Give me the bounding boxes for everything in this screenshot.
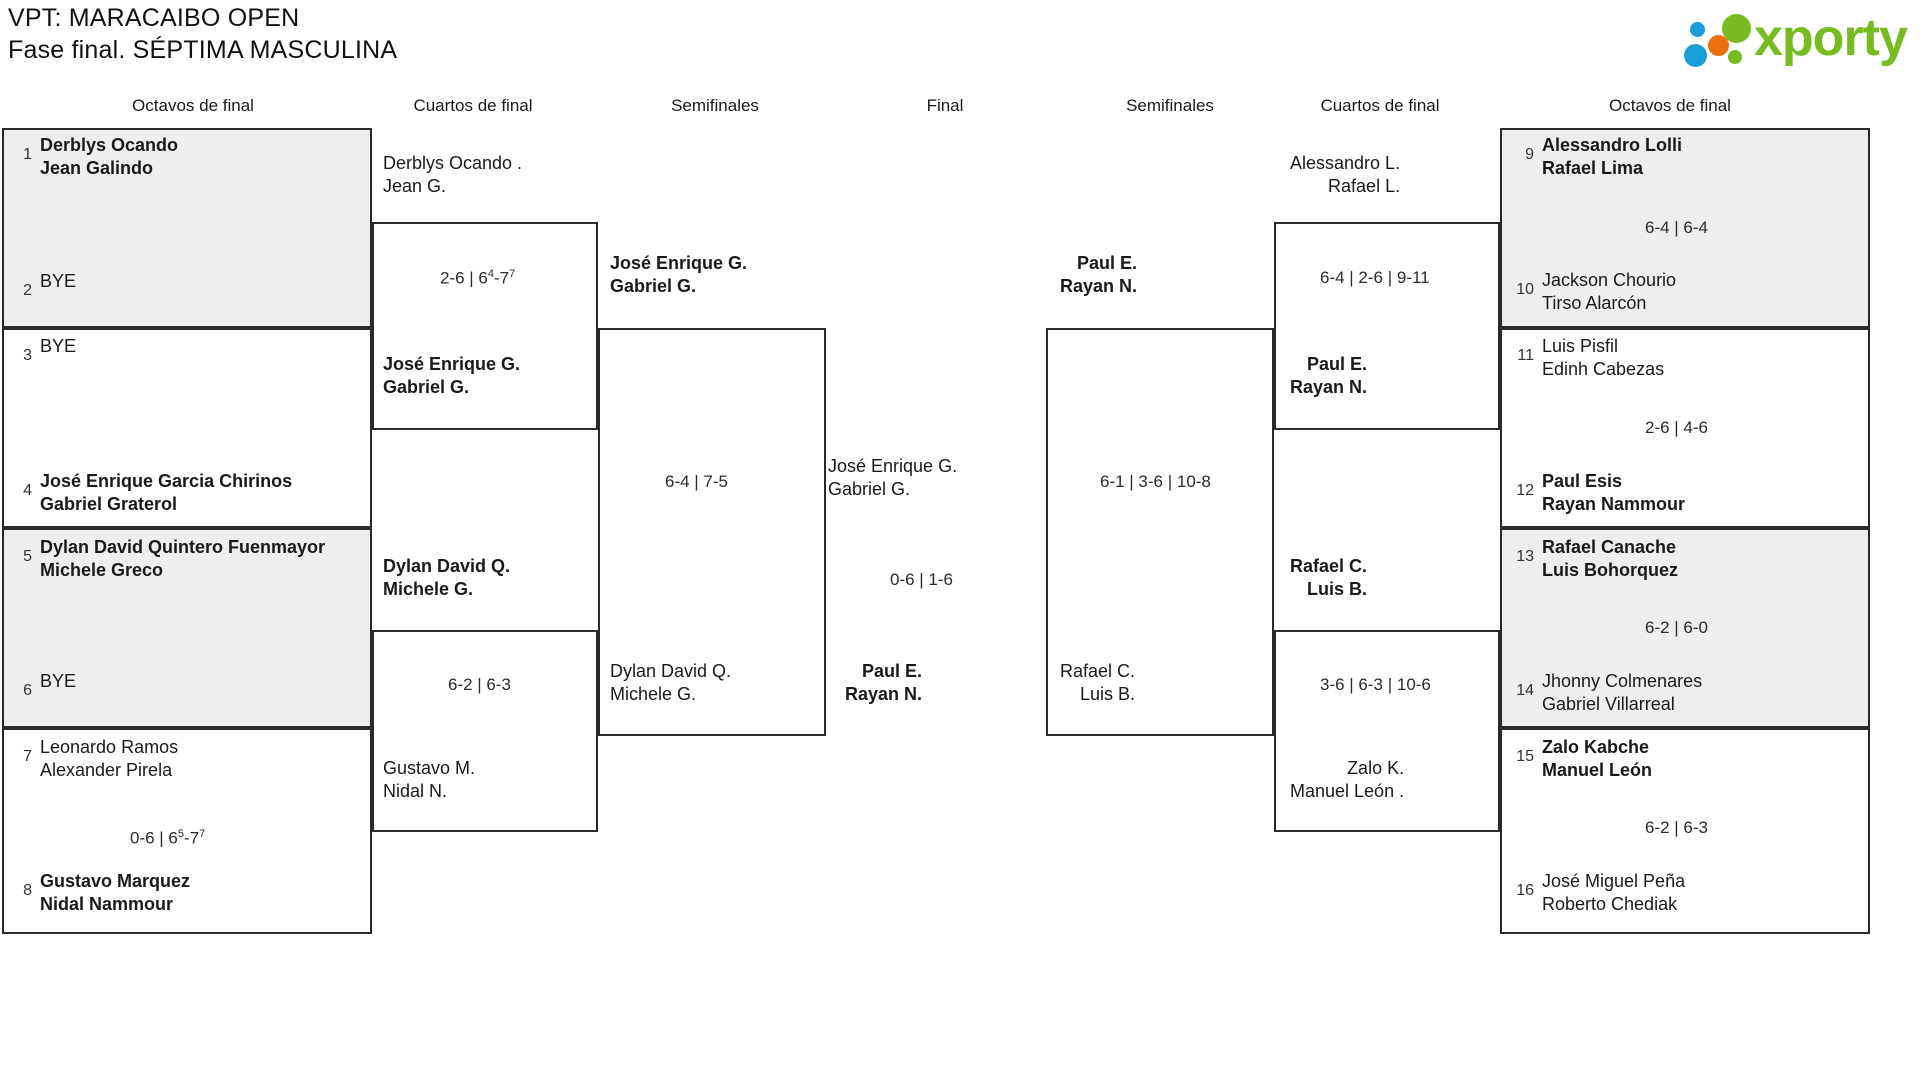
match-box-right-r16-4[interactable] xyxy=(1500,728,1870,934)
player-right-qf-1a: Alessandro L.Rafael L. xyxy=(1290,153,1401,196)
round-header-left-sf: Semifinales xyxy=(671,96,759,115)
match-box-right-qf-1[interactable] xyxy=(1274,222,1500,430)
match-box-left-qf-1[interactable] xyxy=(372,222,598,430)
match-box-right-r16-3[interactable] xyxy=(1500,528,1870,728)
player-left-r16-2a: 3 BYE xyxy=(23,336,77,364)
match-box-right-qf-2[interactable] xyxy=(1274,630,1500,832)
match-box-left-qf-2[interactable] xyxy=(372,630,598,832)
player-left-qf-1b: José Enrique G.Gabriel G. xyxy=(383,354,521,397)
score-left-sf: 6-4 | 7-5 xyxy=(665,472,729,491)
match-box-left-r16-2[interactable] xyxy=(2,328,372,528)
logo-dot-green-small-icon xyxy=(1728,50,1742,64)
logo-dot-orange-icon xyxy=(1708,35,1729,56)
round-header-final: Final xyxy=(926,96,964,115)
player-left-sf-a: José Enrique G.Gabriel G. xyxy=(610,253,748,296)
logo-wordmark: xporty xyxy=(1754,9,1908,67)
score-left-r16-4: 0-6 | 65-77 xyxy=(130,828,206,848)
match-box-right-r16-1[interactable] xyxy=(1500,128,1870,328)
match-box-left-r16-3[interactable] xyxy=(2,528,372,728)
score-left-qf-1: 2-6 | 64-77 xyxy=(440,268,516,288)
score-right-r16-2: 2-6 | 4-6 xyxy=(1645,418,1709,437)
score-left-qf-2: 6-2 | 6-3 xyxy=(448,675,512,694)
player-left-r16-1b: 2 BYE xyxy=(23,271,77,299)
player-left-qf-1a: Derblys Ocando .Jean G. xyxy=(383,153,523,196)
match-box-right-sf[interactable] xyxy=(1046,328,1274,736)
match-box-left-r16-4[interactable] xyxy=(2,728,372,934)
player-final-right: Paul E.Rayan N. xyxy=(845,661,923,704)
score-right-r16-1: 6-4 | 6-4 xyxy=(1645,218,1709,237)
score-right-r16-4: 6-2 | 6-3 xyxy=(1645,818,1709,837)
match-box-right-r16-2[interactable] xyxy=(1500,328,1870,528)
tournament-subtitle: Fase final. SÉPTIMA MASCULINA xyxy=(8,36,398,64)
player-left-qf-2a: Dylan David Q.Michele G. xyxy=(383,556,511,599)
round-header-right-sf: Semifinales xyxy=(1126,96,1214,115)
tournament-title: VPT: MARACAIBO OPEN xyxy=(8,4,300,32)
round-header-right-qf: Cuartos de final xyxy=(1320,96,1440,115)
round-header-left-r16: Octavos de final xyxy=(132,96,254,115)
match-box-left-r16-1[interactable] xyxy=(2,128,372,328)
player-right-sf-b: Rafael C.Luis B. xyxy=(1060,661,1136,704)
player-right-sf-a: Paul E.Rayan N. xyxy=(1060,253,1138,296)
score-right-sf: 6-1 | 3-6 | 10-8 xyxy=(1100,472,1211,491)
match-box-left-sf[interactable] xyxy=(598,328,826,736)
player-left-r16-3b: 6 BYE xyxy=(23,671,77,699)
logo-dot-blue-icon xyxy=(1684,44,1707,67)
score-right-qf-1: 6-4 | 2-6 | 9-11 xyxy=(1320,268,1430,287)
player-final-left: José Enrique G.Gabriel G. xyxy=(828,456,958,499)
score-right-qf-2: 3-6 | 6-3 | 10-6 xyxy=(1320,675,1431,694)
xporty-logo: xporty xyxy=(1678,8,1908,70)
score-final: 0-6 | 1-6 xyxy=(890,570,954,589)
player-right-qf-2b: Zalo K.Manuel León . xyxy=(1290,758,1405,801)
page-title: VPT: MARACAIBO OPEN Fase final. SÉPTIMA … xyxy=(8,2,397,66)
round-header-left-qf: Cuartos de final xyxy=(413,96,533,115)
logo-dot-green-icon xyxy=(1722,14,1751,43)
logo-dot-blue-small-icon xyxy=(1690,22,1705,37)
player-right-qf-1b: Paul E.Rayan N. xyxy=(1290,354,1368,397)
round-header-right-r16: Octavos de final xyxy=(1609,96,1731,115)
player-left-sf-b: Dylan David Q.Michele G. xyxy=(610,661,732,704)
score-right-r16-3: 6-2 | 6-0 xyxy=(1645,618,1709,637)
player-left-qf-2b: Gustavo M.Nidal N. xyxy=(383,758,476,801)
player-right-qf-2a: Rafael C.Luis B. xyxy=(1290,556,1368,599)
